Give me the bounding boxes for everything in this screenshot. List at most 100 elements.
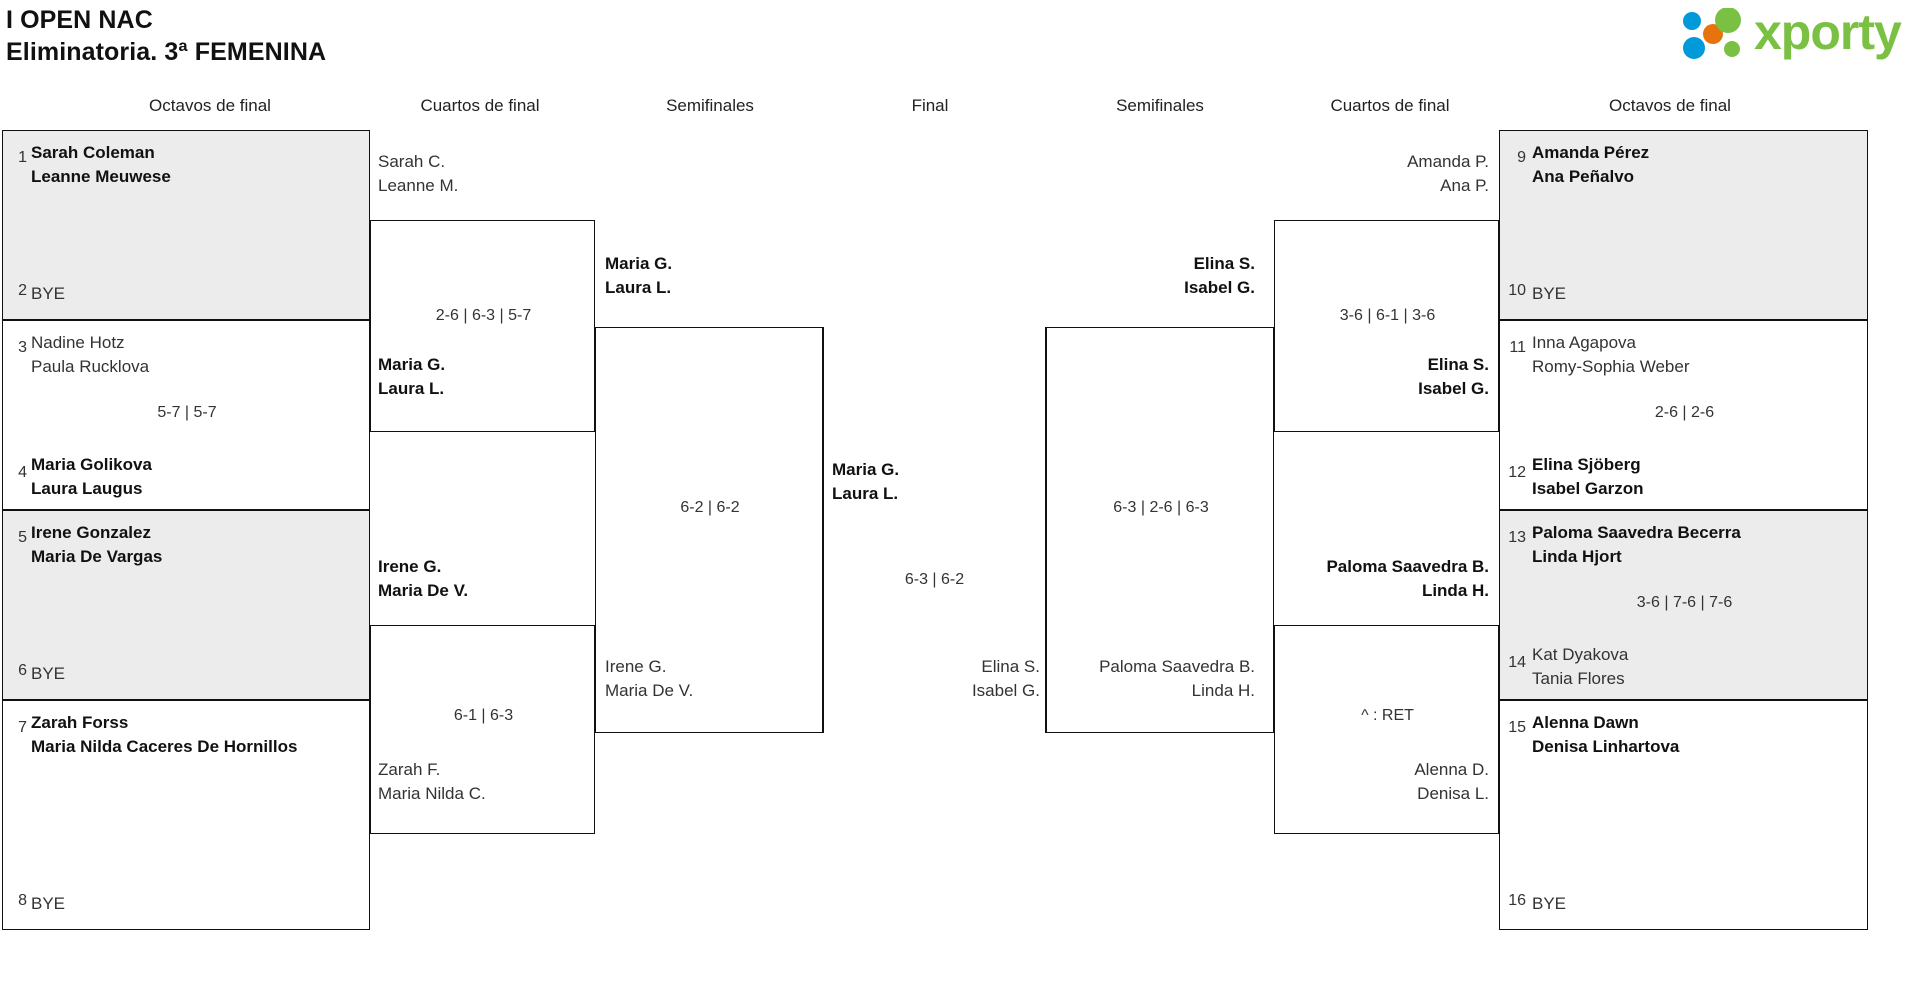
xporty-logo: xporty [1680, 4, 1910, 62]
tournament-name: I OPEN NAC [6, 6, 153, 34]
seed-number: 15 [1508, 719, 1526, 736]
player-1: Maria G. [605, 254, 673, 273]
player-2: Laura Laugus [31, 479, 143, 498]
round-header-final: Final [911, 96, 949, 115]
sf-right-bottom-names: Paloma Saavedra B. Linda H. [1045, 655, 1255, 703]
match-score: 2-6 | 6-3 | 5-7 [435, 307, 532, 324]
seed-number: 2 [18, 282, 27, 299]
bye-label: BYE [1532, 284, 1567, 303]
r16-match-right-4[interactable]: 15 Alenna Dawn Denisa Linhartova 16 BYE [1499, 700, 1868, 930]
final-score: 6-3 | 6-2 [904, 571, 965, 588]
player-2: Linda Hjort [1532, 547, 1622, 566]
sf-left-top-names: Maria G. Laura L. [605, 252, 672, 300]
final-right-entrant: Elina S. Isabel G. [955, 655, 1040, 703]
player-1: Inna Agapova [1532, 333, 1636, 352]
player-2: Leanne M. [378, 176, 459, 195]
player-1: Amanda P. [1407, 152, 1489, 171]
r16-match-left-4[interactable]: 7 Zarah Forss Maria Nilda Caceres De Hor… [2, 700, 370, 930]
player-2: Tania Flores [1532, 669, 1625, 688]
qf-left-1-top-names: Sarah C. Leanne M. [378, 150, 458, 198]
player-names: Paloma Saavedra Becerra Linda Hjort [1532, 521, 1741, 569]
bye-label: BYE [31, 284, 66, 303]
qf-right-2-top-names: Paloma Saavedra B. Linda H. [1200, 555, 1489, 603]
r16-match-right-2[interactable]: 11 Inna Agapova Romy-Sophia Weber 2-6 | … [1499, 320, 1868, 510]
page-title: I OPEN NAC Eliminatoria. 3ª FEMENINA [6, 4, 326, 68]
player-2: Maria De V. [378, 581, 469, 600]
player-1: Maria G. [378, 355, 446, 374]
player-names: Inna Agapova Romy-Sophia Weber [1532, 331, 1689, 379]
qf-match-left-1[interactable]: 2-6 | 6-3 | 5-7 [370, 220, 595, 432]
r16-match-left-1[interactable]: 1 Sarah Coleman Leanne Meuwese 2 BYE [2, 130, 370, 320]
player-2: Maria Nilda C. [378, 784, 486, 803]
player-names: Amanda Pérez Ana Peñalvo [1532, 141, 1649, 189]
qf-match-right-1[interactable]: 3-6 | 6-1 | 3-6 [1274, 220, 1499, 432]
qf-match-left-2[interactable]: 6-1 | 6-3 [370, 625, 595, 834]
player-1: Paloma Saavedra B. [1326, 557, 1489, 576]
final-left-entrant: Maria G. Laura L. [832, 458, 899, 506]
player-names: Irene Gonzalez Maria De Vargas [31, 521, 162, 569]
player-2: Isabel G. [971, 681, 1040, 700]
qf-left-2-top-names: Irene G. Maria De V. [378, 555, 468, 603]
seed-number: 14 [1508, 654, 1526, 671]
match-score: 5-7 | 5-7 [157, 404, 217, 421]
player-2: Isabel G. [1184, 278, 1255, 297]
player-1: Alenna Dawn [1532, 713, 1639, 732]
player-1: Paloma Saavedra B. [1099, 657, 1255, 676]
seed-number: 5 [18, 529, 27, 546]
player-1: Irene Gonzalez [31, 523, 151, 542]
player-names: Elina Sjöberg Isabel Garzon [1532, 453, 1643, 501]
player-1: Elina S. [981, 657, 1040, 676]
qf-right-1-top-names: Amanda P. Ana P. [1274, 150, 1489, 198]
player-names: Alenna Dawn Denisa Linhartova [1532, 711, 1679, 759]
logo-dots-icon [1683, 8, 1741, 59]
player-2: Denisa Linhartova [1532, 737, 1680, 756]
match-score: ^ : RET [1361, 707, 1414, 724]
player-2: Laura L. [832, 484, 899, 503]
player-2: Paula Rucklova [31, 357, 150, 376]
player-2: Isabel G. [1418, 379, 1489, 398]
r16-match-right-1[interactable]: 9 Amanda Pérez Ana Peñalvo 10 BYE [1499, 130, 1868, 320]
match-score: 6-1 | 6-3 [453, 707, 514, 724]
player-1: Irene G. [605, 657, 667, 676]
player-2: Laura L. [605, 278, 672, 297]
sf-match-left[interactable]: 6-2 | 6-2 [595, 327, 823, 733]
player-1: Zarah F. [378, 760, 441, 779]
match-score: 2-6 | 2-6 [1654, 404, 1715, 421]
seed-number: 1 [18, 149, 27, 166]
player-2: Maria De V. [605, 681, 694, 700]
player-1: Alenna D. [1414, 760, 1489, 779]
seed-number: 3 [18, 339, 27, 356]
qf-match-right-2[interactable]: ^ : RET [1274, 625, 1499, 834]
match-score: 6-2 | 6-2 [680, 499, 740, 516]
bye-label: BYE [1532, 894, 1567, 913]
r16-match-right-3[interactable]: 13 Paloma Saavedra Becerra Linda Hjort 3… [1499, 510, 1868, 700]
bye-label: BYE [31, 664, 66, 683]
player-1: Maria G. [832, 460, 900, 479]
logo-wordmark: xporty [1754, 4, 1902, 60]
player-1: Kat Dyakova [1532, 645, 1629, 664]
r16-match-left-3[interactable]: 5 Irene Gonzalez Maria De Vargas 6 BYE [2, 510, 370, 700]
sf-right-top-names: Elina S. Isabel G. [1045, 252, 1255, 300]
r16-match-left-2[interactable]: 3 Nadine Hotz Paula Rucklova 5-7 | 5-7 4… [2, 320, 370, 510]
round-header-left-qf: Cuartos de final [420, 96, 540, 115]
seed-number: 4 [18, 464, 27, 481]
player-1: Paloma Saavedra Becerra [1532, 523, 1741, 542]
player-1: Amanda Pérez [1532, 143, 1650, 162]
seed-number: 11 [1509, 339, 1526, 356]
final-right-connector [1045, 327, 1046, 733]
qf-right-1-bottom-names: Elina S. Isabel G. [1274, 353, 1489, 401]
player-names: Zarah Forss Maria Nilda Caceres De Horni… [31, 711, 297, 759]
round-header-left-r16: Octavos de final [149, 96, 271, 115]
player-2: Linda H. [1191, 681, 1255, 700]
player-names: Nadine Hotz Paula Rucklova [31, 331, 149, 379]
player-1: Sarah Coleman [31, 143, 155, 162]
player-1: Zarah Forss [31, 713, 129, 732]
sf-match-right[interactable]: 6-3 | 2-6 | 6-3 [1046, 327, 1274, 733]
seed-number: 13 [1508, 529, 1526, 546]
player-names: Sarah Coleman Leanne Meuwese [31, 141, 171, 189]
match-score: 6-3 | 2-6 | 6-3 [1113, 499, 1209, 516]
final-left-connector [823, 327, 824, 733]
player-1: Maria Golikova [31, 455, 152, 474]
qf-left-2-bottom-names: Zarah F. Maria Nilda C. [378, 758, 486, 806]
qf-right-2-bottom-names: Alenna D. Denisa L. [1274, 758, 1489, 806]
